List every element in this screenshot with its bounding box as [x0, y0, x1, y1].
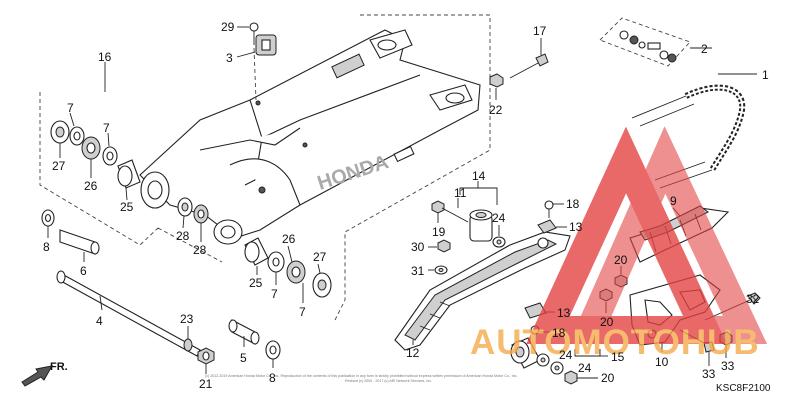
chain-joint[interactable]	[599, 17, 691, 67]
front-arrow-icon	[21, 365, 53, 387]
callout-20a: 20	[614, 253, 628, 267]
callout-6: 6	[80, 264, 87, 278]
watermark-logo: AUTOMOTOHUB	[470, 126, 768, 362]
left-pivot-bearings[interactable]	[50, 120, 141, 189]
callout-19: 19	[432, 225, 446, 239]
callout-21: 21	[199, 377, 213, 391]
lower-nut-20c[interactable]	[564, 370, 578, 385]
callout-4: 4	[96, 314, 103, 328]
callout-28a: 28	[176, 229, 190, 243]
slider-screw-18a[interactable]	[544, 200, 554, 218]
leader-7b	[107, 132, 110, 147]
leader-3	[236, 51, 256, 58]
callout-1: 1	[762, 68, 769, 82]
callout-7a: 7	[67, 101, 74, 115]
callout-24b: 24	[559, 348, 573, 362]
adjuster-bolt[interactable]	[509, 53, 549, 79]
chain-guide-bracket[interactable]	[249, 22, 277, 101]
washer-8b[interactable]	[265, 340, 281, 360]
pivot-seals[interactable]	[177, 197, 209, 224]
bracket-15	[574, 349, 601, 357]
copyright-line-1: (c) 2012-2019 American Honda Motor Co., …	[205, 374, 518, 378]
callout-33a: 33	[702, 367, 716, 381]
leader-32	[751, 295, 758, 303]
washer-8a[interactable]	[41, 209, 55, 227]
callout-3: 3	[226, 51, 233, 65]
lower-washer-24c[interactable]	[550, 361, 564, 375]
slider-washer-31[interactable]	[434, 265, 448, 275]
slider-bolt-19[interactable]	[431, 200, 469, 223]
catalog-code: KSC8F2100	[716, 383, 771, 394]
leader-7a	[69, 112, 75, 127]
callout-27a: 27	[52, 159, 66, 173]
slider-collar[interactable]	[469, 209, 493, 242]
pivot-nut-21[interactable]	[197, 347, 215, 365]
callout-33b: 33	[721, 359, 735, 373]
callout-11: 11	[454, 186, 467, 200]
callout-2: 2	[701, 42, 708, 56]
slider-bolt-30[interactable]	[437, 239, 451, 253]
washer-23[interactable]	[183, 338, 193, 352]
callout-30: 30	[411, 240, 425, 254]
callout-17: 17	[533, 24, 547, 38]
callout-24a: 24	[492, 211, 506, 225]
callout-7c: 7	[271, 287, 278, 301]
lower-washer-24b[interactable]	[536, 353, 550, 367]
leader-28a	[182, 215, 185, 229]
callout-28b: 28	[193, 243, 207, 257]
callout-8a: 8	[43, 240, 50, 254]
front-label: FR.	[50, 361, 68, 373]
callout-32: 32	[746, 292, 760, 306]
callout-10: 10	[655, 355, 669, 369]
callout-23: 23	[180, 312, 194, 326]
watermark-text: AUTOMOTOHUB	[470, 323, 760, 362]
pivot-bolt[interactable]	[56, 270, 201, 357]
callout-24c: 24	[578, 361, 592, 375]
callout-14: 14	[472, 169, 486, 183]
callout-26b: 26	[282, 232, 296, 246]
pivot-collar-5[interactable]	[228, 319, 260, 345]
leader-27b	[317, 263, 321, 274]
bracket-14	[459, 187, 498, 205]
copyright-line-2: Revised (c) 2000 - 2017 (c) ARI Network …	[345, 379, 432, 383]
pivot-collar-6[interactable]	[59, 229, 100, 255]
callout-18b: 18	[552, 326, 566, 340]
callout-16: 16	[98, 50, 112, 64]
swingarm[interactable]: HONDA	[139, 29, 481, 245]
callout-31: 31	[411, 264, 425, 278]
callout-27b: 27	[313, 250, 327, 264]
leader-4	[99, 295, 103, 311]
callout-29: 29	[221, 20, 235, 34]
callout-15: 15	[611, 350, 625, 364]
leader-26b	[287, 245, 293, 263]
leader-25a	[125, 187, 128, 201]
callout-12: 12	[406, 346, 420, 360]
callout-25b: 25	[249, 276, 263, 290]
callout-26a: 26	[84, 179, 98, 193]
slider-rubber-13a[interactable]	[537, 219, 557, 234]
callout-9: 9	[670, 194, 677, 208]
callout-22: 22	[489, 103, 503, 117]
callout-13a: 13	[569, 220, 583, 234]
lower-slider-collar[interactable]	[510, 337, 541, 369]
swingarm-assembly-frame	[39, 14, 491, 321]
callout-20c: 20	[601, 371, 615, 385]
callout-13b: 13	[557, 306, 571, 320]
callout-5: 5	[240, 351, 247, 365]
callout-18a: 18	[566, 197, 580, 211]
callout-25a: 25	[120, 200, 134, 214]
callout-20b: 20	[600, 315, 614, 329]
slider-washer-24a[interactable]	[492, 236, 506, 248]
chain-slider-long[interactable]	[394, 231, 571, 351]
right-pivot-bearings[interactable]	[244, 237, 332, 298]
callout-7d: 7	[299, 305, 306, 319]
callout-7b: 7	[103, 121, 110, 135]
callout-8b: 8	[269, 371, 276, 385]
adjuster-nut[interactable]	[489, 73, 504, 88]
